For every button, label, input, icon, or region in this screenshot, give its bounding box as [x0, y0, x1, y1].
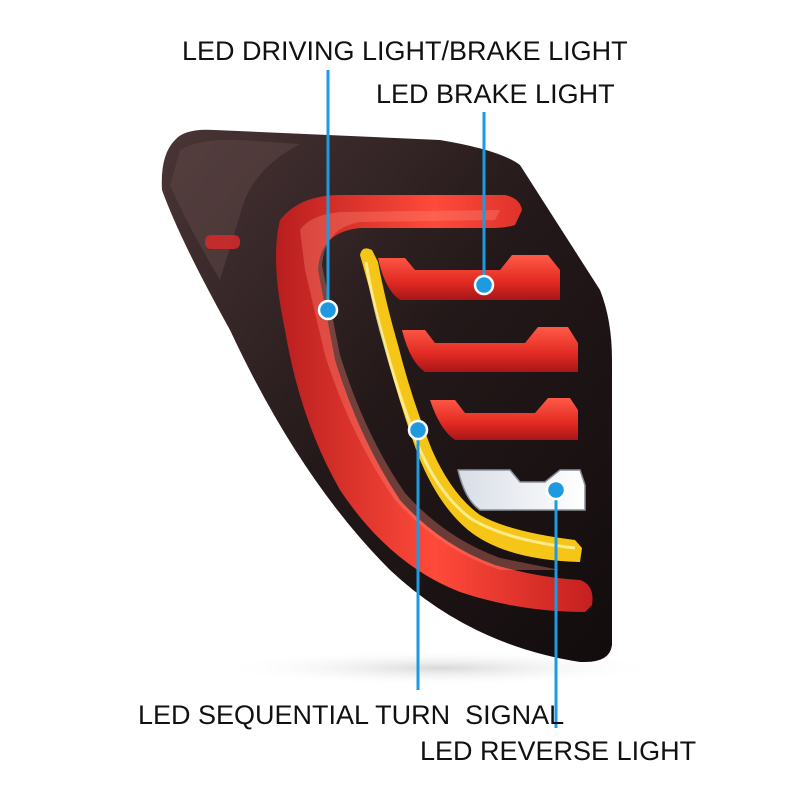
housing-highlight [170, 139, 300, 280]
callout-dots [317, 274, 567, 501]
callout-dot-brake [473, 274, 495, 296]
callout-lines [326, 70, 558, 728]
callout-label-turn-signal: LED SEQUENTIAL TURN SIGNAL [138, 700, 565, 730]
brake-bar-3 [430, 398, 578, 440]
callout-label-drl-brake: LED DRIVING LIGHT/BRAKE LIGHT [182, 36, 628, 66]
callout-dot-turn [407, 419, 429, 441]
callout-label-reverse: LED REVERSE LIGHT [420, 736, 697, 766]
reverse-light-frame [457, 469, 586, 511]
reverse-light [458, 470, 585, 510]
brake-bar-2 [402, 327, 578, 372]
floor-shadow [220, 650, 660, 686]
brake-bar-1 [378, 255, 560, 300]
callout-label-brake: LED BRAKE LIGHT [376, 79, 615, 109]
side-marker-led [205, 235, 240, 249]
callout-dot-drl [317, 299, 339, 321]
drl-light-guide [276, 195, 593, 612]
callout-dot-reverse [545, 479, 567, 501]
drl-inner-glow [300, 210, 560, 570]
turn-signal-highlight [364, 261, 576, 550]
